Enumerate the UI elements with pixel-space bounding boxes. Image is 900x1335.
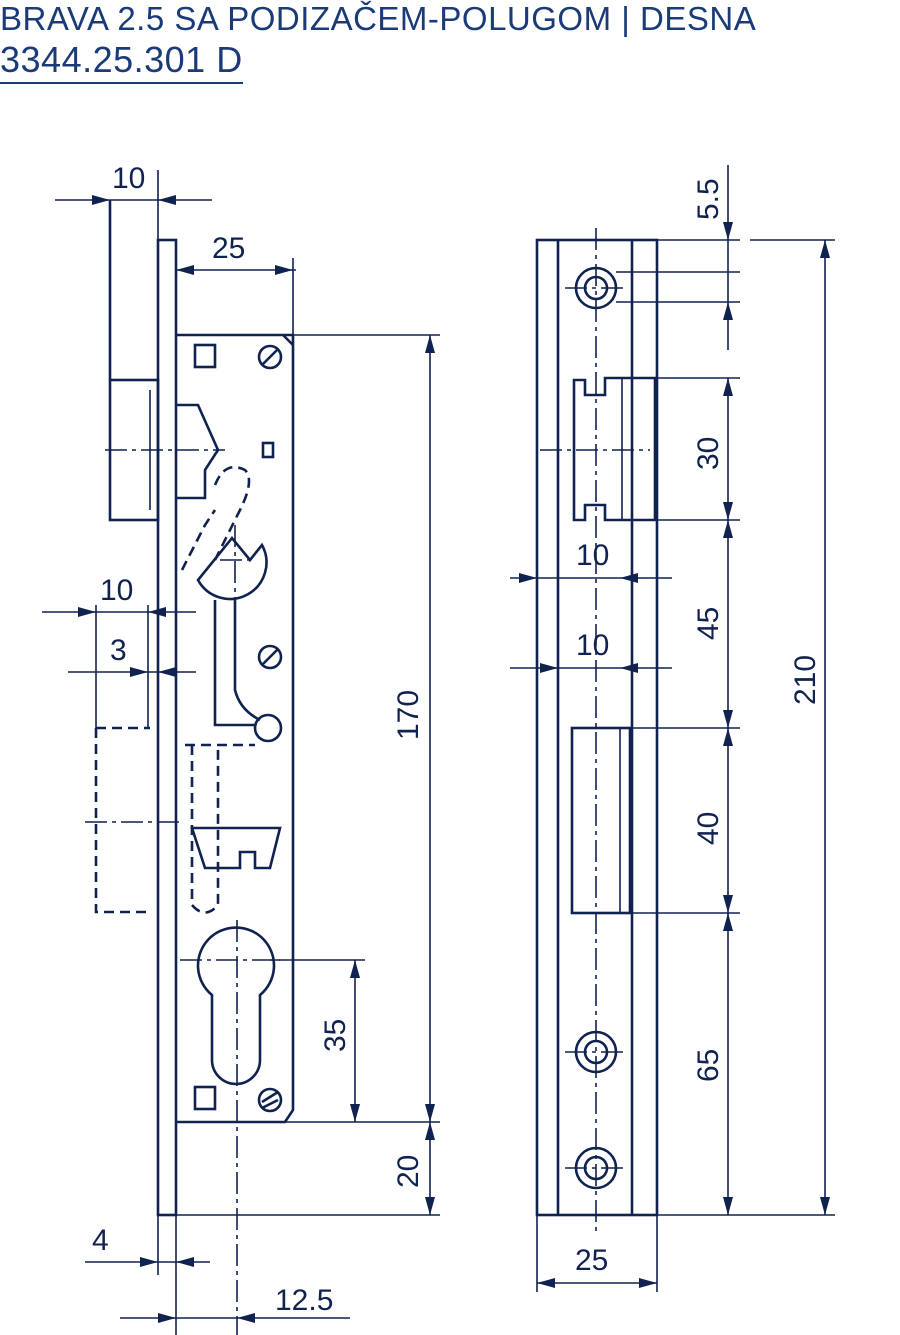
- follower-hub: [196, 535, 268, 601]
- deadbolt: [190, 826, 282, 870]
- front-view: [85, 200, 295, 1335]
- lever-pin: [253, 713, 283, 743]
- deadbolt-window: [570, 726, 632, 915]
- screw-icon-middle: [257, 644, 283, 670]
- dim-25-side: 25: [575, 1244, 608, 1277]
- faceplate: [156, 238, 178, 1217]
- latch-bolt: [176, 403, 220, 500]
- dim-4: 4: [92, 1224, 109, 1257]
- side-dimensions: 5.5 30 10 45 10 40 65: [510, 165, 835, 1292]
- dim-210: 210: [789, 655, 822, 705]
- screw-icon-bottom: [257, 1087, 283, 1113]
- dim-10-latch: 10: [100, 574, 133, 607]
- latch-window: [572, 376, 657, 522]
- dim-35: 35: [319, 1019, 352, 1052]
- side-view: [535, 228, 659, 1232]
- cylinder-cutout: [196, 926, 276, 1086]
- dim-3: 3: [110, 634, 127, 667]
- front-dimensions: 10 25 170 35 20 10 3: [42, 162, 440, 1335]
- drawing-header: BRAVA 2.5 SA PODIZAČEM-POLUGOM | DESNA 3…: [0, 0, 900, 84]
- dim-65: 65: [692, 1049, 725, 1082]
- dim-45: 45: [692, 607, 725, 640]
- lock-body: [176, 333, 295, 1124]
- dim-40: 40: [692, 812, 725, 845]
- dim-10-side-a: 10: [576, 539, 609, 572]
- square-hole-bottom: [193, 1085, 217, 1111]
- product-code: 3344.25.301 D: [0, 38, 243, 84]
- product-title: BRAVA 2.5 SA PODIZAČEM-POLUGOM | DESNA: [0, 0, 757, 37]
- dim-10-side-b: 10: [576, 629, 609, 662]
- dim-30: 30: [692, 437, 725, 470]
- square-hole-top: [193, 343, 217, 369]
- dim-25-front: 25: [212, 232, 245, 265]
- dim-10-top: 10: [112, 162, 145, 195]
- dim-20: 20: [392, 1155, 425, 1188]
- dim-12-5: 12.5: [275, 1284, 333, 1317]
- screw-icon-top: [257, 344, 283, 370]
- dim-5-5: 5.5: [692, 178, 725, 220]
- dim-170: 170: [392, 690, 425, 740]
